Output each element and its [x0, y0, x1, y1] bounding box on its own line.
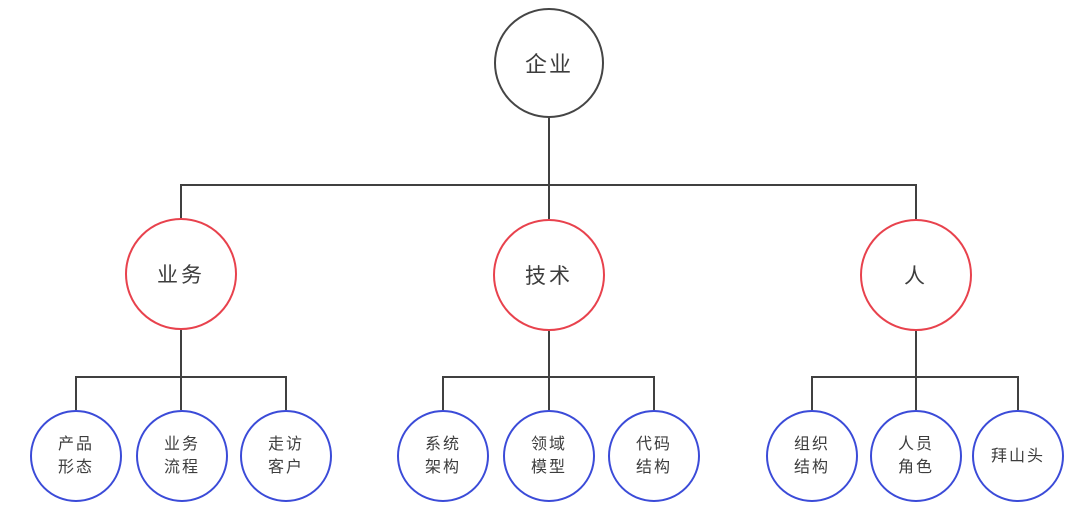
node-customer-visits: 走访 客户 — [240, 410, 332, 502]
node-pay-respects: 拜山头 — [972, 410, 1064, 502]
node-org-structure: 组织 结构 — [766, 410, 858, 502]
node-code-structure: 代码 结构 — [608, 410, 700, 502]
node-people: 人 — [860, 219, 972, 331]
node-technology: 技术 — [493, 219, 605, 331]
node-business-process: 业务 流程 — [136, 410, 228, 502]
node-system-architecture: 系统 架构 — [397, 410, 489, 502]
node-domain-model: 领域 模型 — [503, 410, 595, 502]
node-enterprise: 企业 — [494, 8, 604, 118]
node-product-form: 产品 形态 — [30, 410, 122, 502]
node-personnel-roles: 人员 角色 — [870, 410, 962, 502]
node-business: 业务 — [125, 218, 237, 330]
